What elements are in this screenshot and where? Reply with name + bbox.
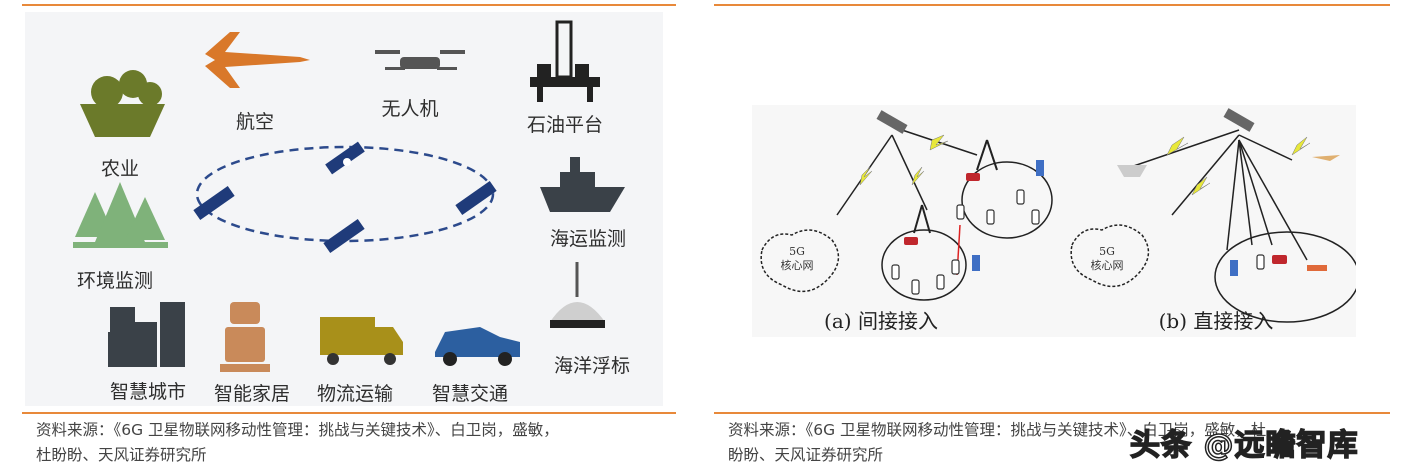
car-icon	[904, 237, 918, 245]
airplane-icon	[1312, 155, 1340, 161]
source-line: 资料来源：《6G 卫星物联网移动性管理：挑战与关键技术》、白卫岗，盛敏，	[36, 421, 559, 439]
label-aviation: 航空	[235, 111, 275, 133]
label-smart-traffic: 智慧交通	[431, 383, 509, 405]
coverage-cell	[1214, 231, 1356, 323]
building-icon	[972, 255, 980, 271]
label-drone: 无人机	[381, 98, 439, 120]
device-icon	[956, 204, 965, 220]
train-icon	[1307, 265, 1327, 271]
source-note-right: 资料来源：《6G 卫星物联网移动性管理：挑战与关键技术》、白卫岗，盛敏，杜 盼盼…	[728, 418, 1398, 468]
coverage-cell	[961, 161, 1053, 239]
satellite-icon	[876, 108, 1255, 134]
device-icon	[951, 259, 960, 275]
cell-tower-icon	[913, 139, 998, 234]
device-icon	[891, 264, 900, 280]
figure-graphics	[760, 108, 1356, 323]
oil-platform-icon	[530, 20, 600, 102]
caption-direct-access: (b) 直接接入	[1158, 309, 1274, 333]
drone-icon	[375, 50, 465, 70]
satellite-icon	[455, 181, 497, 215]
lightning-icon	[911, 166, 925, 186]
label-oil-platform: 石油平台	[526, 114, 604, 136]
orbit-ellipse	[195, 145, 495, 243]
satellite-icon	[323, 219, 365, 253]
label-agriculture: 农业	[100, 158, 140, 180]
bottom-rule-left	[22, 412, 676, 414]
core-network-cloud	[1070, 224, 1150, 288]
label-ocean-buoy: 海洋浮标	[553, 355, 631, 377]
lightning-icon	[1291, 136, 1311, 156]
car-icon	[966, 173, 980, 181]
car-icon	[435, 327, 520, 366]
satellite-icon	[325, 141, 365, 175]
trees-icon	[73, 182, 168, 248]
label-smart-home: 智能家居	[213, 383, 291, 405]
iot-applications-figure: 航空 无人机 石油平台 农业 海运监测 环境监测 智慧城市 智能家居 物流运输 …	[25, 12, 663, 406]
device-icon	[1016, 189, 1025, 205]
label-environment: 环境监测	[76, 270, 154, 292]
device-icon	[1256, 254, 1265, 270]
device-icon	[986, 209, 995, 225]
figure-graphics	[73, 20, 625, 372]
robot-icon	[220, 302, 270, 372]
top-rule-left	[22, 4, 676, 6]
source-line: 资料来源：《6G 卫星物联网移动性管理：挑战与关键技术》、白卫岗，盛敏，杜	[728, 421, 1267, 439]
label-smart-city: 智慧城市	[109, 381, 187, 403]
lightning-icon	[929, 134, 949, 151]
label-maritime: 海运监测	[549, 228, 627, 250]
fruit-basket-icon	[80, 70, 165, 137]
lightning-icon	[859, 166, 873, 186]
building-icon	[1230, 260, 1238, 276]
buoy-icon	[550, 262, 605, 328]
watermark: 头条 @远瞻智库	[1129, 427, 1359, 464]
car-icon	[1272, 255, 1287, 264]
truck-icon	[320, 317, 403, 365]
bottom-rule-right	[714, 412, 1390, 414]
buildings-icon	[108, 302, 185, 367]
ship-icon	[1117, 165, 1147, 177]
lightning-icon	[1191, 176, 1211, 196]
lightning-icon	[1166, 136, 1189, 156]
source-line: 盼盼、天风证券研究所	[728, 446, 884, 464]
core-network-cloud	[760, 229, 840, 293]
caption-indirect-access: (a) 间接接入	[824, 309, 938, 333]
building-icon	[1036, 160, 1044, 176]
ship-icon	[540, 157, 625, 212]
top-rule-right	[714, 4, 1390, 6]
device-icon	[1031, 209, 1040, 225]
device-icon	[936, 274, 945, 290]
airplane-icon	[205, 32, 310, 88]
label-logistics: 物流运输	[316, 383, 394, 405]
satellite-icon	[193, 186, 235, 220]
source-note-left: 资料来源：《6G 卫星物联网移动性管理：挑战与关键技术》、白卫岗，盛敏， 杜盼盼…	[36, 418, 676, 468]
coverage-cell	[881, 229, 967, 301]
device-icon	[911, 279, 920, 295]
source-line: 杜盼盼、天风证券研究所	[36, 446, 207, 464]
